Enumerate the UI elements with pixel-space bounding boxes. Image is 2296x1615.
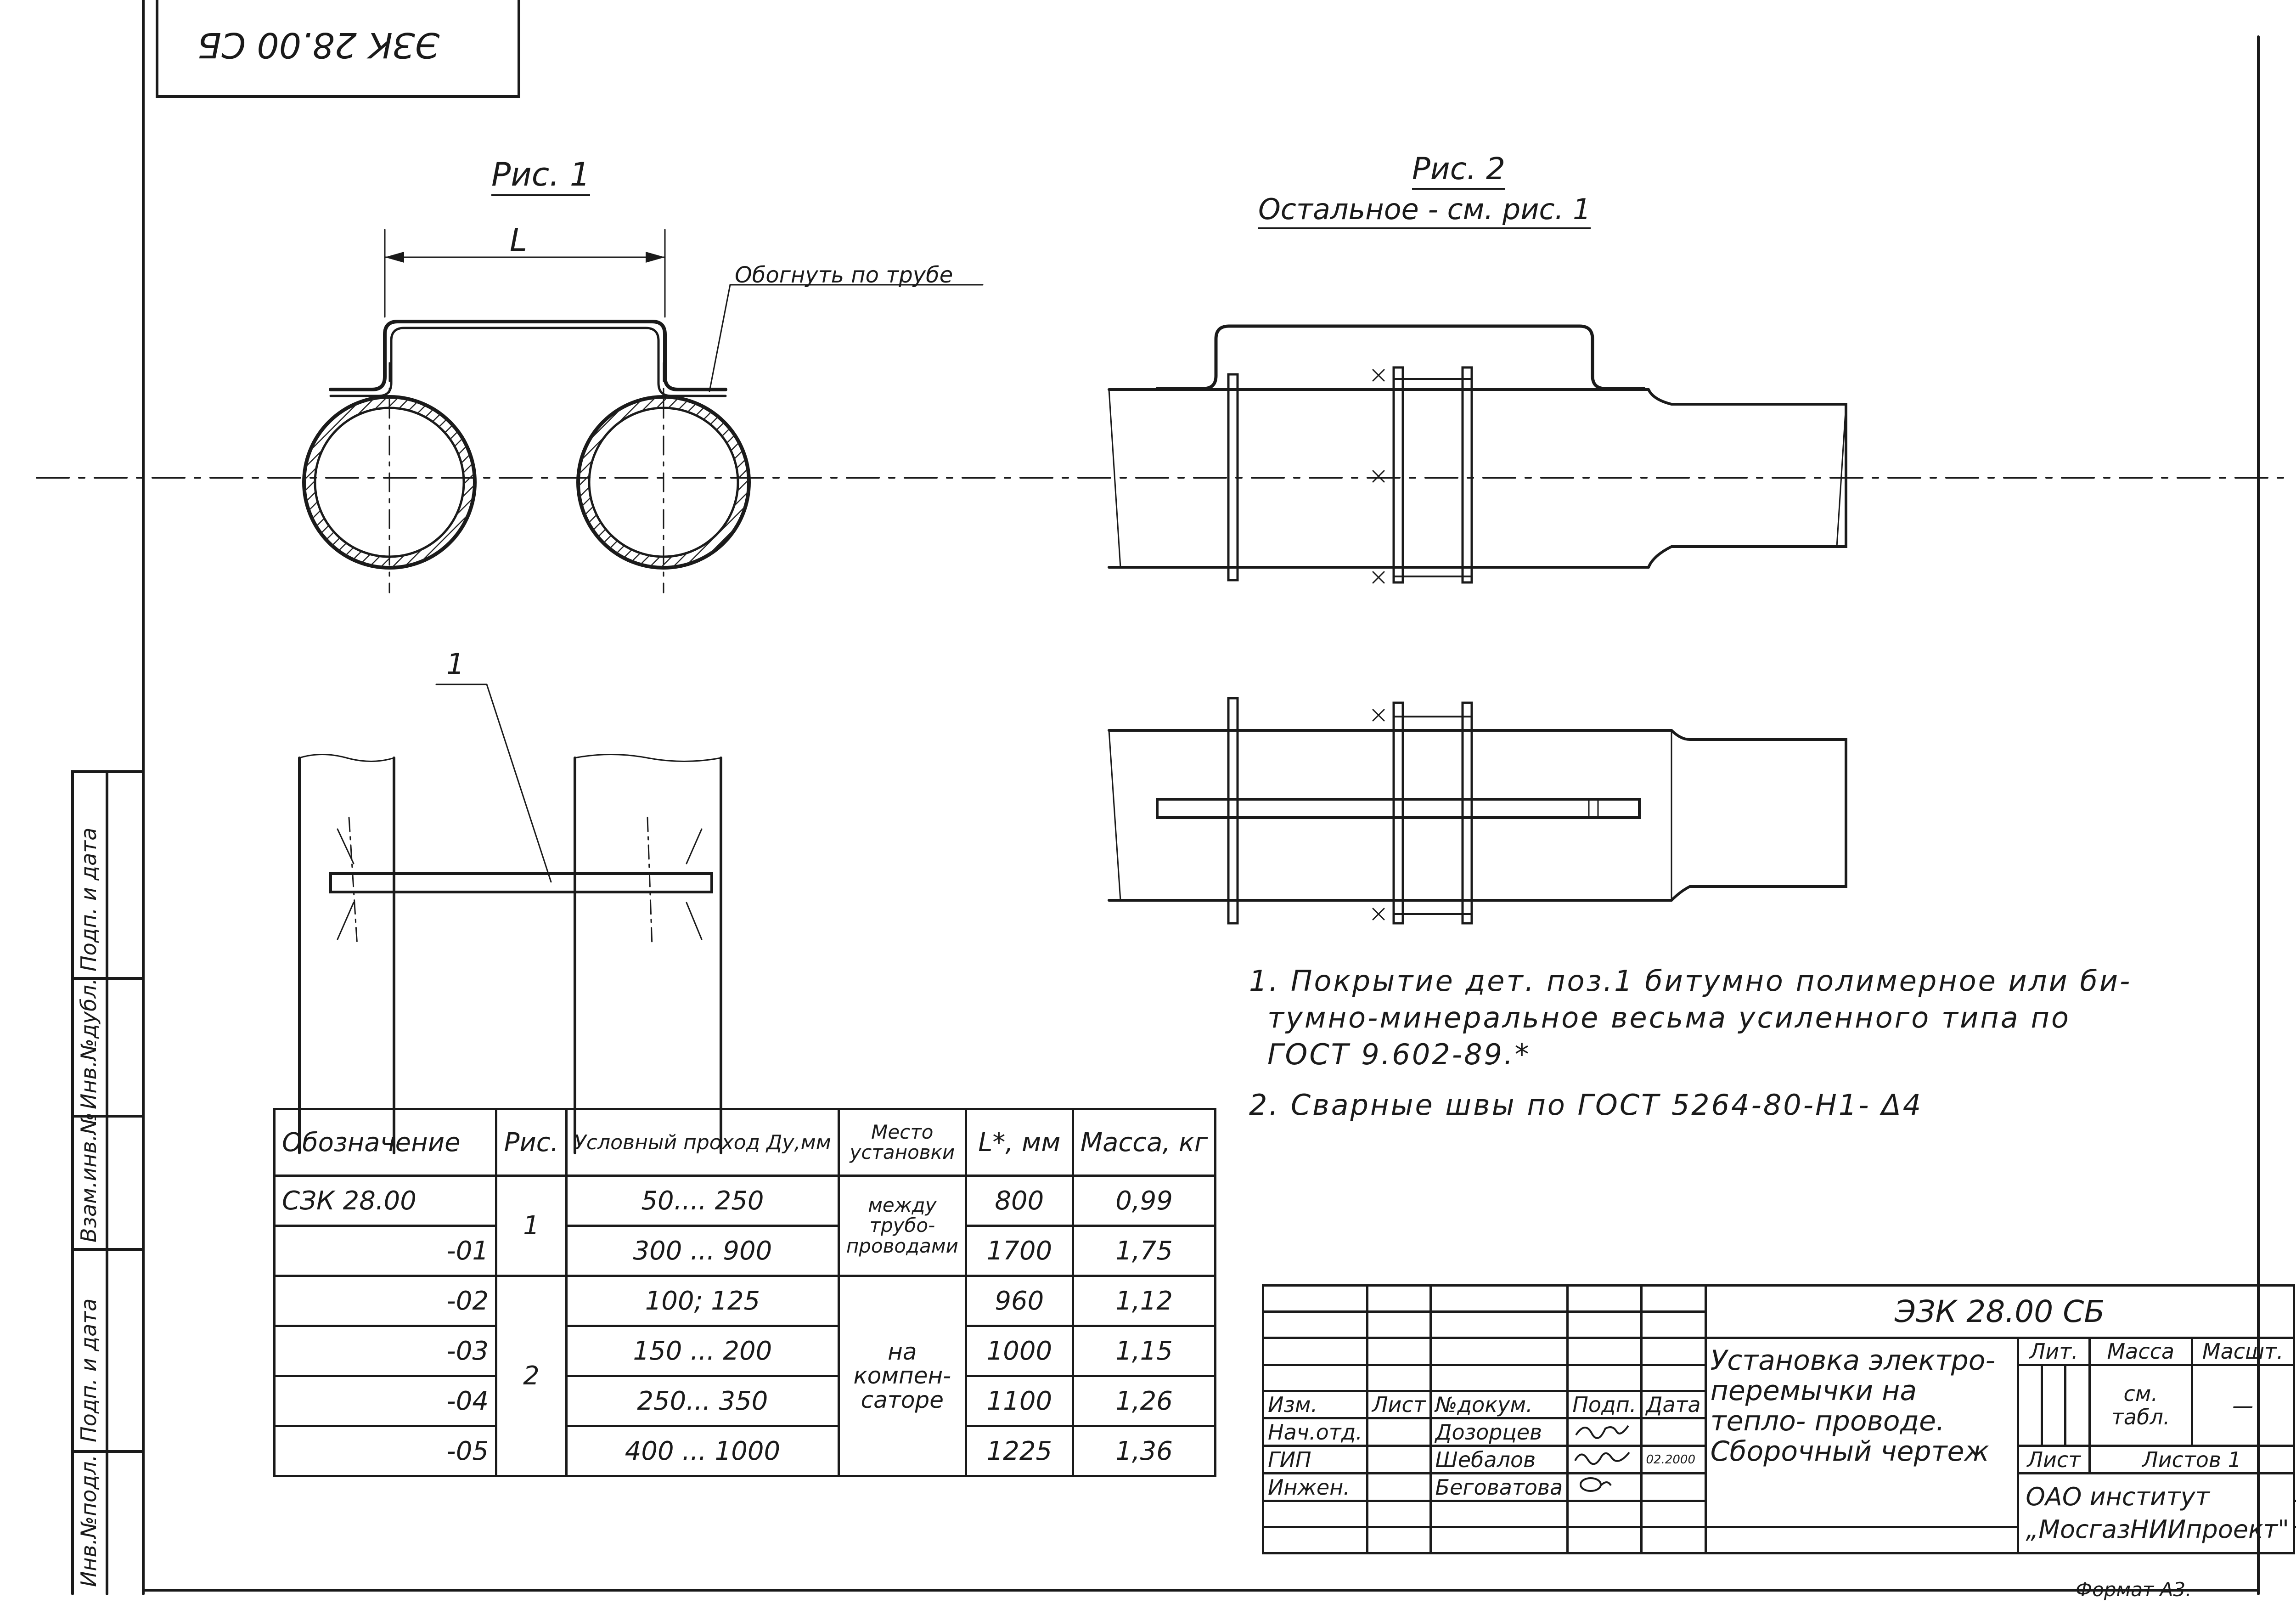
stamp-lit-label: Лит. [2017, 1337, 2091, 1366]
spec-header-row: Обозначение Рис. Условный проход Ду,мм М… [273, 1108, 1217, 1177]
row-designation: -05 [273, 1425, 497, 1477]
stamp-name: Дозорцев [1429, 1417, 1569, 1447]
row-length: 800 [964, 1175, 1074, 1227]
table-row: -02 2 100; 125 на компен- саторе 960 1,1… [273, 1275, 1217, 1477]
table-row: -01 300 ... 900 1700 1,75 [273, 1225, 1217, 1277]
signature [1566, 1445, 1643, 1474]
stamp-title: Установка электро- перемычки на тепло- п… [1704, 1337, 2020, 1528]
fig1-bend-note: Обогнуть по трубе [735, 262, 953, 288]
col-header-place: Место установки [837, 1108, 967, 1177]
frame-code-top: ЭЗК 28.00 СБ [197, 25, 439, 66]
stamp-role: ГИП [1262, 1445, 1368, 1474]
fig2-plan [1108, 697, 1847, 925]
col-header-passage: Условный проход Ду,мм [565, 1108, 840, 1177]
side-label-podp-data-1: Подп. и дата [76, 1298, 101, 1442]
stamp-sheets-label: Листов 1 [2088, 1445, 2295, 1474]
row-length: 1225 [964, 1425, 1074, 1477]
row-designation: -01 [273, 1225, 497, 1277]
table-row: -04 250... 350 1100 1,26 [273, 1375, 1217, 1427]
row-mass: 1,75 [1071, 1225, 1217, 1277]
stamp-col-docnum: №докум. [1429, 1390, 1569, 1419]
note-line-4: 2. Сварные швы по ГОСТ 5264-80-Н1- Δ4 [1249, 1088, 1923, 1122]
stamp-scale-value: — [2190, 1364, 2296, 1447]
side-strip [71, 770, 145, 1595]
row-passage: 100; 125 [565, 1275, 840, 1327]
place-group-2: на компен- саторе [837, 1275, 967, 1477]
row-passage: 50.... 250 [565, 1175, 840, 1227]
stamp-date: 02.2000 [1640, 1445, 1707, 1474]
fig1-title: Рис. 1 [491, 158, 591, 196]
row-mass: 0,99 [1071, 1175, 1217, 1227]
fig1-dim-label: L [510, 222, 527, 259]
side-label-inv-dubl: Инв.№дубл. [76, 978, 101, 1109]
signature [1566, 1472, 1643, 1502]
stamp-role: Инжен. [1262, 1472, 1368, 1502]
fig1-callout: 1 [446, 647, 465, 681]
fig1-section [302, 229, 984, 593]
stamp-name: Шебалов [1429, 1445, 1569, 1474]
stamp-sheet-label: Лист [2017, 1445, 2091, 1474]
fig1-plan [298, 683, 722, 1154]
row-designation: -03 [273, 1325, 497, 1377]
signature [1566, 1417, 1643, 1447]
title-block: ЭЗК 28.00 СБ Установка электро- перемычк… [1262, 1284, 2296, 1554]
side-label-podp-data-2: Подп. и дата [76, 827, 101, 971]
format-label: Формат А3. [2076, 1578, 2192, 1601]
row-designation: -02 [273, 1275, 497, 1327]
row-designation: СЗК 28.00 [273, 1175, 497, 1227]
stamp-scale-label: Масшт. [2190, 1337, 2296, 1366]
stamp-mass-label: Масса [2088, 1337, 2193, 1366]
table-row: -03 150 ... 200 1000 1,15 [273, 1325, 1217, 1377]
row-length: 1700 [964, 1225, 1074, 1277]
stamp-org-line2: „МосгазНИИпроект" [2026, 1514, 2289, 1544]
note-line-3: ГОСТ 9.602-89.* [1267, 1038, 1531, 1071]
fig2-title: Рис. 2 [1412, 154, 1505, 190]
col-header-mass: Масса, кг [1071, 1108, 1217, 1177]
side-label-vzam-inv: Взам.инв.№ [76, 1112, 101, 1242]
row-length: 1000 [964, 1325, 1074, 1377]
stamp-org-line1: ОАО институт [2026, 1482, 2210, 1512]
spec-table: Обозначение Рис. Условный проход Ду,мм М… [273, 1108, 1217, 1477]
row-mass: 1,26 [1071, 1375, 1217, 1427]
row-length: 1100 [964, 1375, 1074, 1427]
stamp-role: Нач.отд. [1262, 1417, 1368, 1447]
stamp-col-list: Лист [1366, 1390, 1432, 1419]
note-line-2: тумно-минеральное весьма усиленного типа… [1267, 1001, 2071, 1034]
row-length: 960 [964, 1275, 1074, 1327]
row-passage: 150 ... 200 [565, 1325, 840, 1377]
stamp-mass-value: см. табл. [2088, 1364, 2193, 1447]
row-mass: 1,12 [1071, 1275, 1217, 1327]
table-row: СЗК 28.00 1 50.... 250 между трубо- пров… [273, 1175, 1217, 1277]
col-header-length: L*, мм [964, 1108, 1074, 1177]
row-passage: 300 ... 900 [565, 1225, 840, 1277]
stamp-col-sign: Подп. [1566, 1390, 1643, 1419]
col-header-designation: Обозначение [273, 1108, 497, 1177]
stamp-col-izm: Изм. [1262, 1390, 1368, 1419]
fig2-subtitle: Остальное - см. рис. 1 [1258, 195, 1591, 229]
table-row: -05 400 ... 1000 1225 1,36 [273, 1425, 1217, 1477]
stamp-code: ЭЗК 28.00 СБ [1704, 1284, 2296, 1339]
stamp-col-date: Дата [1640, 1390, 1707, 1419]
fig-group-2: 2 [495, 1275, 568, 1477]
fig2-elevation [1108, 324, 1847, 584]
row-mass: 1,15 [1071, 1325, 1217, 1377]
stamp-name: Беговатова [1429, 1472, 1569, 1502]
note-line-1: 1. Покрытие дет. поз.1 битумно полимерно… [1249, 964, 2132, 998]
row-designation: -04 [273, 1375, 497, 1427]
col-header-fig: Рис. [495, 1108, 568, 1177]
fig-group-1: 1 [495, 1175, 568, 1277]
top-code-box [156, 0, 520, 98]
place-group-1: между трубо- проводами [837, 1175, 967, 1277]
row-mass: 1,36 [1071, 1425, 1217, 1477]
row-passage: 400 ... 1000 [565, 1425, 840, 1477]
side-label-inv-podl: Инв.№подл. [76, 1454, 101, 1587]
row-passage: 250... 350 [565, 1375, 840, 1427]
